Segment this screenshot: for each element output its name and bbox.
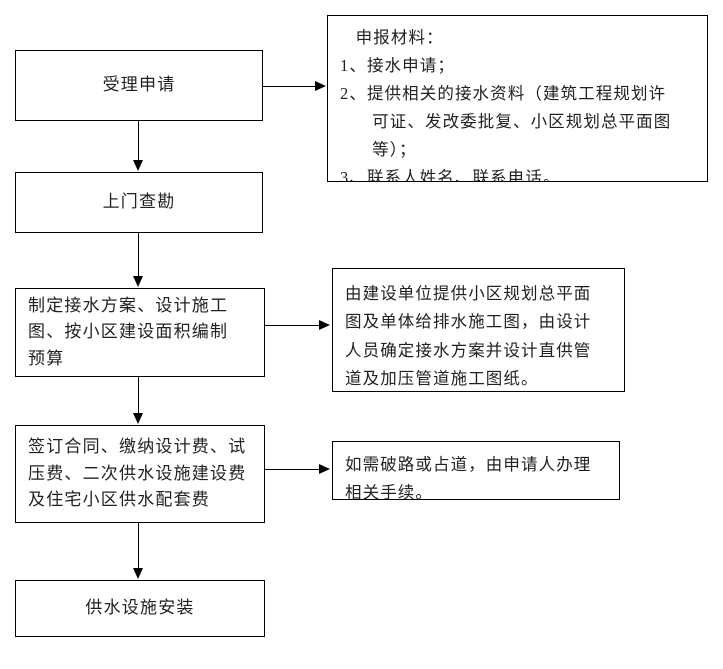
note-line: 3、联系人姓名、联系电话。 (340, 168, 561, 182)
process-node-label: 签订合同、缴纳设计费、试 压费、二次供水设施建设费 及住宅小区供水配套费 (28, 437, 247, 510)
process-node-site-survey[interactable]: 上门查勘 (15, 172, 263, 233)
connector-line-contract-to-permits-note (265, 469, 320, 470)
note-line: 申报材料： (355, 28, 444, 47)
process-node-install-facilities[interactable]: 供水设施安装 (15, 580, 265, 637)
connector-line-accept-to-materials-note (263, 86, 316, 87)
process-node-accept-application[interactable]: 受理申请 (15, 50, 263, 121)
process-node-contract-and-fees[interactable]: 签订合同、缴纳设计费、试 压费、二次供水设施建设费 及住宅小区供水配套费 (15, 425, 265, 523)
note-line: 1、接水申请； (340, 56, 455, 76)
connector-arrow-contract-to-permits-note (319, 464, 330, 474)
note-line: 人员确定接水方案并设计直供管 (345, 340, 592, 360)
connector-arrow-plan-to-design-note (319, 320, 330, 330)
connector-arrow-accept-to-survey (133, 160, 143, 171)
note-line: 道及加压管道施工图纸。 (345, 369, 539, 389)
note-line: 可证、发改委批复、小区规划总平面图 (372, 112, 672, 132)
note-line: 2、提供相关的接水资料（建筑工程规划许 (340, 84, 667, 104)
process-node-plan-and-budget[interactable]: 制定接水方案、设计施工 图、按小区建设面积编制 预算 (15, 288, 265, 377)
connector-arrow-accept-to-materials-note (315, 81, 326, 91)
note-box-road-permits: 如需破路或占道，由申请人办理 相关手续。 (332, 441, 620, 500)
note-line: 图及单体给排水施工图，由设计 (345, 312, 592, 332)
process-node-label: 上门查勘 (102, 192, 176, 212)
note-box-application-materials: 申报材料： 1、接水申请； 2、提供相关的接水资料（建筑工程规划许 可证、发改委… (327, 15, 708, 182)
connector-line-accept-to-survey (138, 121, 139, 161)
connector-line-survey-to-plan (138, 233, 139, 277)
process-node-label: 制定接水方案、设计施工 图、按小区建设面积编制 预算 (28, 295, 229, 368)
note-line: 由建设单位提供小区规划总平面 (345, 284, 592, 303)
note-box-design-documents: 由建设单位提供小区规划总平面 图及单体给排水施工图，由设计 人员确定接水方案并设… (332, 268, 625, 392)
note-line: 等）； (372, 140, 417, 160)
process-node-label: 供水设施安装 (85, 598, 195, 618)
connector-line-contract-to-install (138, 523, 139, 569)
note-line: 如需破路或占道，由申请人办理 (345, 455, 592, 474)
note-line: 相关手续。 (345, 483, 433, 500)
connector-line-plan-to-design-note (265, 325, 320, 326)
connector-line-plan-to-contract (138, 377, 139, 414)
connector-arrow-contract-to-install (133, 568, 143, 579)
connector-arrow-survey-to-plan (133, 276, 143, 287)
process-node-label: 受理申请 (102, 75, 176, 95)
connector-arrow-plan-to-contract (133, 413, 143, 424)
